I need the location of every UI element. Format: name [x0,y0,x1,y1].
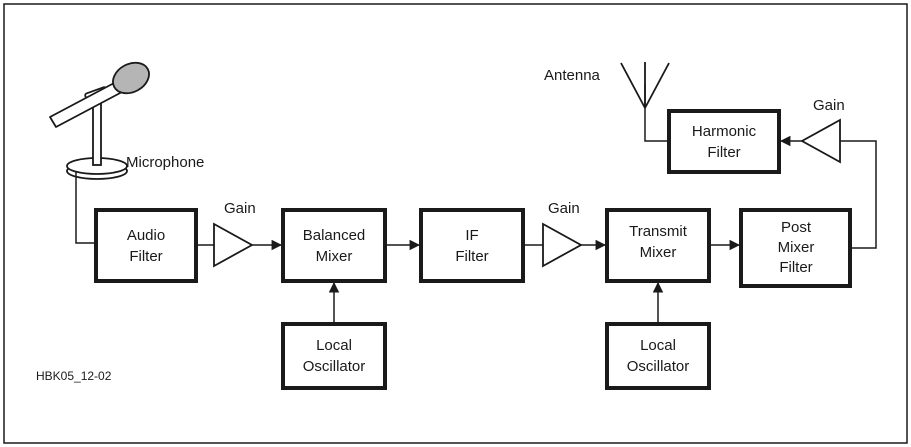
harmonic-filter-line2: Filter [707,144,740,161]
gain-label-3: Gain [813,97,845,114]
gain-label-2: Gain [548,200,580,217]
local-oscillator-1-line1: Local [316,337,352,354]
mic-wire [75,172,96,244]
balanced-mixer-block: Balanced Mixer [281,208,387,283]
amplifier-triangle-icon [213,222,254,268]
if-filter-block: IF Filter [419,208,525,283]
balanced-mixer-line2: Mixer [316,248,353,265]
post-mixer-filter-line1: Post [781,219,812,236]
figure-id: HBK05_12-02 [36,369,112,383]
harmonic-filter-block: Harmonic Filter [667,109,781,174]
balanced-mixer-line1: Balanced [303,227,366,244]
transmit-mixer-block: Transmit Mixer [605,208,711,283]
wire-to-antenna [644,84,669,142]
post-mixer-filter-line2: Mixer [778,239,815,256]
if-filter-line2: Filter [455,248,488,265]
transmit-mixer-line1: Transmit [629,223,688,240]
local-oscillator-2-line1: Local [640,337,676,354]
harmonic-filter-line1: Harmonic [692,123,757,140]
if-filter-line1: IF [465,227,478,244]
local-oscillator-2-line2: Oscillator [627,358,690,375]
post-mixer-filter-block: Post Mixer Filter [739,208,852,288]
post-mixer-filter-line3: Filter [779,259,812,276]
audio-filter-line1: Audio [127,227,165,244]
transmit-mixer-line2: Mixer [640,244,677,261]
diagram-frame [3,3,908,444]
local-oscillator-2-block: Local Oscillator [605,322,711,390]
amplifier-triangle-icon [542,222,583,268]
gain-label-1: Gain [224,200,256,217]
local-oscillator-1-block: Local Oscillator [281,322,387,390]
wire-post-filter-to-gain [840,140,877,249]
microphone-label: Microphone [126,154,204,171]
local-oscillator-1-line2: Oscillator [303,358,366,375]
antenna-label: Antenna [544,67,601,84]
antenna-icon [620,62,670,109]
amplifier-triangle-icon [800,118,841,164]
microphone-icon [49,61,150,180]
audio-filter-block: Audio Filter [94,208,198,283]
audio-filter-line2: Filter [129,248,162,265]
